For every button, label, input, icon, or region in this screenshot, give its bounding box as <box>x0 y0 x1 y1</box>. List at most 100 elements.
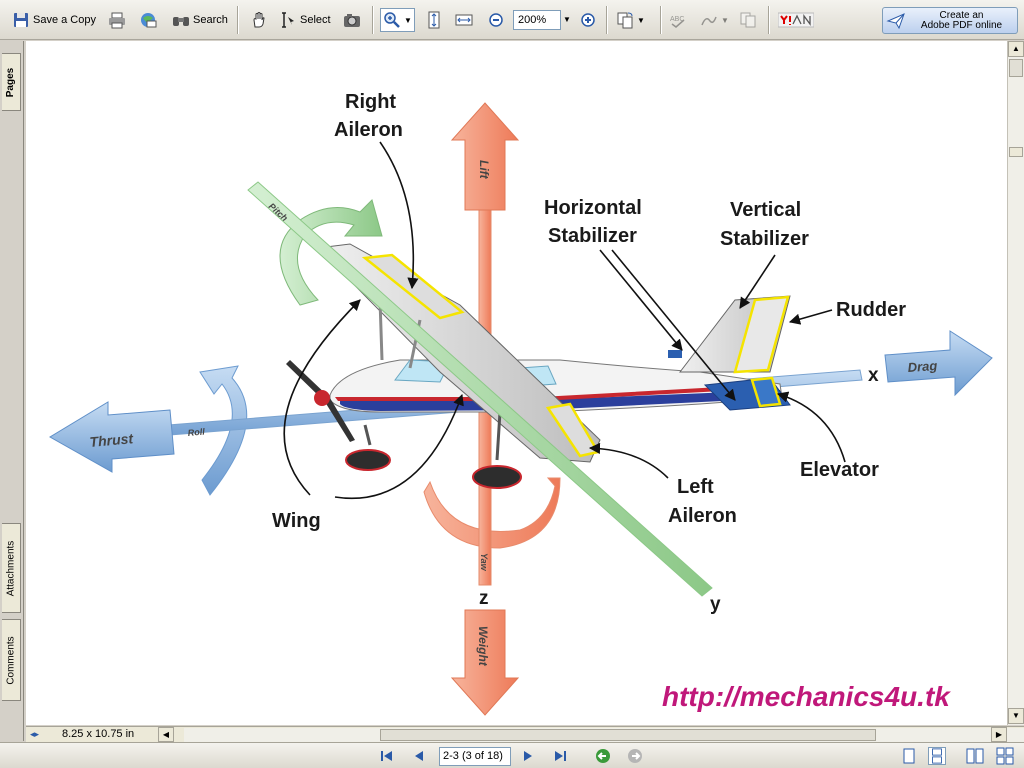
first-page-icon[interactable] <box>378 747 396 765</box>
axis-x-label: x <box>868 365 879 386</box>
y-axis-rod <box>247 181 713 597</box>
document-view[interactable]: x y z Lift Weight Thrust Drag Roll Pitch… <box>26 41 1007 725</box>
scroll-right-button[interactable]: ▶ <box>991 727 1007 742</box>
rotate-pages-icon <box>617 12 633 29</box>
page-marker <box>1009 147 1023 157</box>
page-navigation-bar: 2-3 (3 of 18) <box>0 742 1024 768</box>
tab-comments-label: Comments <box>5 635 17 685</box>
horizontal-stab-tip <box>668 350 682 358</box>
propeller-spinner <box>314 390 330 406</box>
rudder <box>733 295 790 374</box>
page-size-label: 8.25 x 10.75 in <box>62 728 135 740</box>
label-wing: Wing <box>272 510 321 532</box>
next-page-icon[interactable] <box>519 747 537 765</box>
propeller <box>286 360 355 442</box>
fit-width-button[interactable] <box>455 8 473 32</box>
leader-lines <box>283 141 846 500</box>
toolbar-separator <box>372 6 374 34</box>
last-page-icon[interactable] <box>551 747 569 765</box>
arrow-up-icon: ▲ <box>1012 44 1020 53</box>
zoom-out-button[interactable] <box>487 8 505 32</box>
print-button[interactable] <box>108 8 126 32</box>
toolbar-separator <box>237 6 239 34</box>
page-number-input[interactable]: 2-3 (3 of 18) <box>439 747 511 766</box>
continuous-layout-icon[interactable] <box>928 747 946 765</box>
continuous-facing-layout-icon[interactable] <box>996 747 1014 765</box>
airplane-axes-diagram: x y z Lift Weight Thrust Drag Roll Pitch… <box>49 91 993 716</box>
create-pdf-online-button[interactable]: Create an Adobe PDF online <box>882 7 1018 34</box>
go-back-icon[interactable] <box>594 747 612 765</box>
zoom-level-input[interactable]: 200% <box>513 10 561 30</box>
yahoo-button[interactable] <box>778 8 814 32</box>
horizontal-scrollbar[interactable] <box>184 728 1024 742</box>
chevron-down-icon: ▼ <box>563 15 571 24</box>
spellcheck-icon: ABC <box>670 16 685 28</box>
facing-pages-layout-icon[interactable] <box>966 747 984 765</box>
landing-gear-main <box>495 411 502 461</box>
tab-pages[interactable]: Pages <box>2 53 21 111</box>
roll-label: Roll <box>187 427 205 438</box>
split-arrows-icon[interactable]: ◂▸ <box>30 729 40 739</box>
vertical-scrollbar[interactable]: ▲ ▼ <box>1007 41 1024 725</box>
thrust-label: Thrust <box>89 430 135 450</box>
save-copy-button[interactable]: Save a Copy <box>12 8 96 32</box>
zoom-tool-button[interactable]: ▼ <box>380 8 415 32</box>
vertical-scroll-thumb[interactable] <box>1009 59 1023 77</box>
zoom-in-button[interactable] <box>579 8 597 32</box>
label-left-aileron-line1: Left <box>677 476 714 498</box>
arrow-left-icon: ◀ <box>162 730 170 739</box>
label-rudder: Rudder <box>836 299 906 321</box>
copy-button[interactable] <box>739 8 757 32</box>
label-right-aileron-line2: Aileron <box>334 119 403 141</box>
drag-arrow <box>884 330 993 397</box>
globe-mail-icon <box>141 13 157 28</box>
email-button[interactable] <box>139 8 157 32</box>
minus-circle-icon <box>489 13 503 27</box>
scroll-left-button[interactable]: ◀ <box>158 727 174 742</box>
tab-attachments[interactable]: Attachments <box>2 523 21 613</box>
create-pdf-line2: Adobe PDF online <box>920 19 1003 31</box>
hand-icon <box>253 12 265 28</box>
snapshot-button[interactable] <box>343 8 361 32</box>
label-left-aileron-line2: Aileron <box>668 505 737 527</box>
copy-pages-icon <box>740 12 756 28</box>
hand-tool-button[interactable] <box>250 8 268 32</box>
scroll-up-button[interactable]: ▲ <box>1008 41 1024 57</box>
acrobat-paper-plane-icon <box>886 12 905 29</box>
binoculars-icon <box>173 17 189 26</box>
label-horizontal-stab-line2: Stabilizer <box>548 225 637 247</box>
tab-attachments-label: Attachments <box>5 540 17 596</box>
previous-page-icon[interactable] <box>410 747 428 765</box>
drag-label: Drag <box>907 358 938 375</box>
watermark-url: http://mechanics4u.tk <box>662 681 951 712</box>
spelling-button[interactable]: ABC <box>669 8 687 32</box>
horizontal-scroll-thumb[interactable] <box>380 729 876 741</box>
select-tool-button[interactable]: Select <box>279 8 331 32</box>
label-right-aileron-line1: Right <box>345 91 396 113</box>
plus-circle-icon <box>581 13 595 27</box>
weight-arrow <box>450 609 520 716</box>
lift-label: Lift <box>477 160 491 180</box>
camera-icon <box>344 14 360 27</box>
chevron-down-icon: ▼ <box>721 15 729 25</box>
main-toolbar: Save a Copy Search Select ▼ 200% ▼ ▼ <box>0 0 1024 40</box>
label-vertical-stab-line2: Stabilizer <box>720 228 809 250</box>
search-button[interactable]: Search <box>172 8 228 32</box>
lift-arrow <box>450 102 520 211</box>
go-forward-icon[interactable] <box>626 747 644 765</box>
pen-sign-icon <box>701 16 717 26</box>
zoom-dropdown[interactable]: ▼ <box>561 10 573 30</box>
text-cursor-icon <box>282 12 294 28</box>
wheel-nose <box>345 449 391 471</box>
fit-height-button[interactable] <box>425 8 443 32</box>
create-pdf-label: Create an Adobe PDF online <box>906 10 1017 31</box>
axis-y-label: y <box>710 594 721 615</box>
single-page-layout-icon[interactable] <box>900 747 918 765</box>
label-horizontal-stab-line1: Horizontal <box>544 197 642 219</box>
wheel-main <box>472 465 522 489</box>
tab-comments[interactable]: Comments <box>2 619 21 701</box>
rotate-view-button[interactable]: ▼ <box>616 8 645 32</box>
sign-button[interactable]: ▼ <box>700 8 729 32</box>
printer-icon <box>109 12 125 29</box>
scroll-down-button[interactable]: ▼ <box>1008 708 1024 724</box>
